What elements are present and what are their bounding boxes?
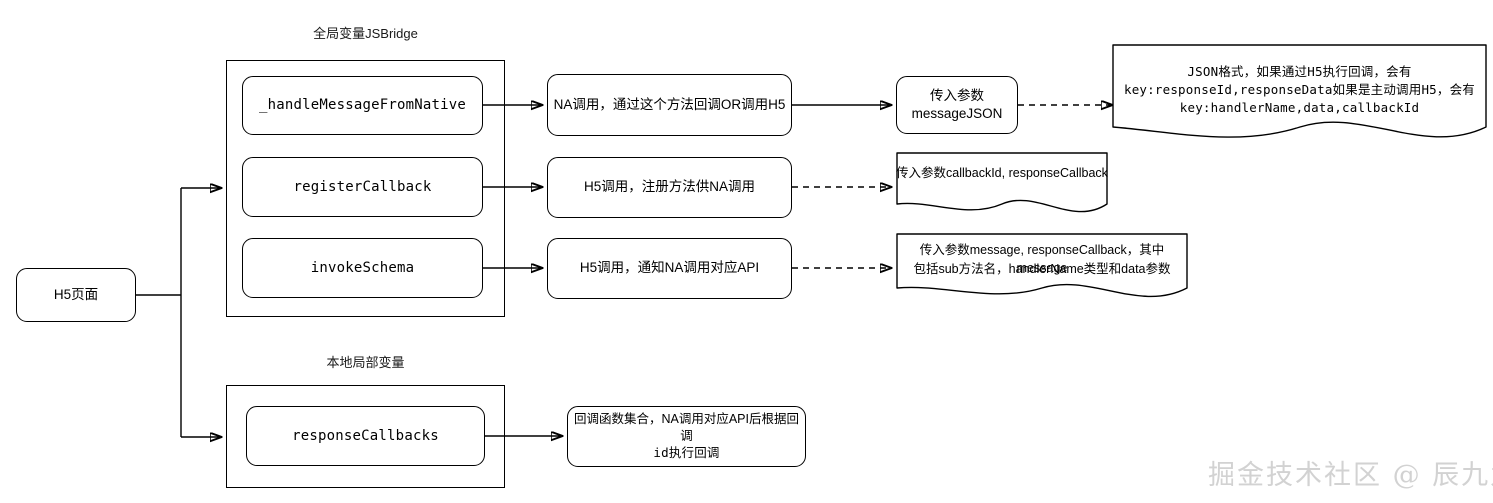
node-h5-page-label: H5页面 — [53, 286, 99, 302]
doc-json-format-line3: key:handlerName,data,callbackId — [1179, 100, 1420, 115]
node-description-na-call-label: NA调用，通过这个方法回调OR调用H5 — [553, 96, 786, 112]
node-param-message-json-line1: 传入参数 — [930, 87, 984, 103]
node-local-description-line1: 回调函数集合，NA调用对应API后根据回调 — [573, 412, 799, 444]
node-description-invoke-label: H5调用，通知NA调用对应API — [579, 260, 760, 276]
doc-param-message-line2: 包括sub方法名，handlerName类型和data参数 — [913, 262, 1171, 276]
container-global-jsbridge — [226, 60, 505, 317]
doc-json-format-line2: key:responseId,responseData如果是主动调用H5，会有 — [1123, 82, 1476, 97]
doc-param-callback-text: 传入参数callbackId, responseCallback — [896, 166, 1108, 180]
node-description-na-call[interactable]: NA调用，通过这个方法回调OR调用H5 — [547, 74, 792, 136]
watermark: 掘金技术社区 @ 辰九九 — [1208, 460, 1493, 491]
group-label-global: 全局变量JSBridge — [313, 26, 418, 41]
doc-param-callback[interactable]: 传入参数callbackId, responseCallback — [896, 152, 1108, 220]
node-description-invoke[interactable]: H5调用，通知NA调用对应API — [547, 238, 792, 299]
node-local-description[interactable]: 回调函数集合，NA调用对应API后根据回调 id执行回调 — [567, 406, 806, 467]
node-response-callbacks-label: responseCallbacks — [292, 427, 439, 444]
node-description-register-label: H5调用，注册方法供NA调用 — [583, 179, 755, 195]
container-local-variable — [226, 385, 505, 488]
doc-param-message-line1: 传入参数message, responseCallback，其中message — [919, 243, 1165, 276]
node-invoke-schema-label: invokeSchema — [310, 259, 415, 276]
node-register-callback[interactable]: registerCallback — [242, 157, 483, 217]
node-param-message-json[interactable]: 传入参数 messageJSON — [896, 76, 1018, 134]
node-handle-message-from-native-label: _handleMessageFromNative — [258, 97, 467, 114]
doc-param-message[interactable]: 传入参数message, responseCallback，其中message … — [896, 233, 1188, 306]
node-h5-page[interactable]: H5页面 — [16, 268, 136, 322]
doc-shape-json — [1112, 44, 1487, 138]
node-param-message-json-line2: messageJSON — [911, 106, 1003, 121]
node-local-description-line2: id执行回调 — [653, 444, 720, 460]
doc-json-format[interactable]: JSON格式，如果通过H5执行回调，会有 key:responseId,resp… — [1112, 44, 1487, 151]
group-label-local: 本地局部变量 — [326, 355, 405, 370]
doc-shape-message — [896, 233, 1188, 298]
node-register-callback-label: registerCallback — [293, 178, 432, 195]
node-invoke-schema[interactable]: invokeSchema — [242, 238, 483, 298]
doc-json-format-line1: JSON格式，如果通过H5执行回调，会有 — [1187, 64, 1412, 79]
node-response-callbacks[interactable]: responseCallbacks — [246, 406, 485, 466]
doc-shape-callback — [896, 152, 1108, 213]
node-description-register[interactable]: H5调用，注册方法供NA调用 — [547, 157, 792, 218]
node-handle-message-from-native[interactable]: _handleMessageFromNative — [242, 76, 483, 135]
